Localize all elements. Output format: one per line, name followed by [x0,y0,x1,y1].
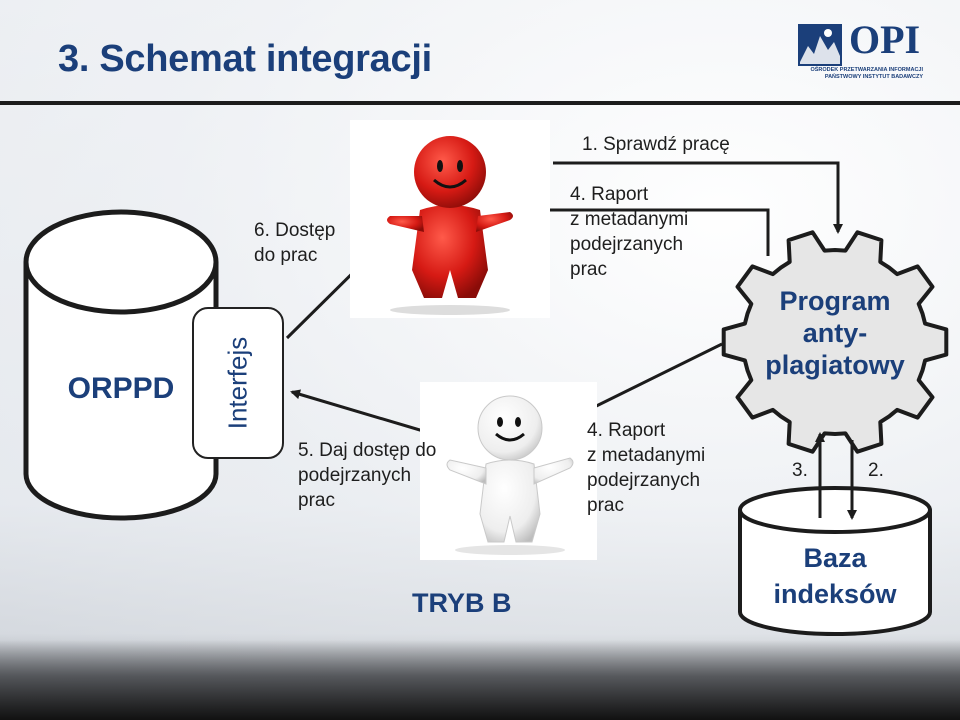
interface-box: Interfejs [192,307,284,459]
step5-label: 5. Daj dostęp do podejrzanych prac [298,438,436,513]
white-figure-icon [420,382,597,560]
step4-bottom-label: 4. Raport z metadanymi podejrzanych prac [587,418,705,518]
orppd-label: ORPPD [60,372,182,406]
step2-label: 2. [868,458,884,483]
red-figure-photo [350,120,550,318]
step4-top-label: 4. Raport z metadanymi podejrzanych prac [570,182,688,282]
step3-label: 3. [792,458,808,483]
white-figure-photo [420,382,597,560]
interface-label: Interfejs [223,337,254,430]
orppd-database-shape [26,212,216,518]
index-db-label: Baza indeksów [745,540,925,612]
step1-label: 1. Sprawdź pracę [582,132,730,157]
step6-label: 6. Dostęp do prac [254,218,335,268]
program-label: Program anty- plagiatowy [752,285,918,381]
arrow-step5 [292,392,440,436]
red-figure-icon [350,120,550,318]
mode-label: TRYB B [412,586,512,620]
